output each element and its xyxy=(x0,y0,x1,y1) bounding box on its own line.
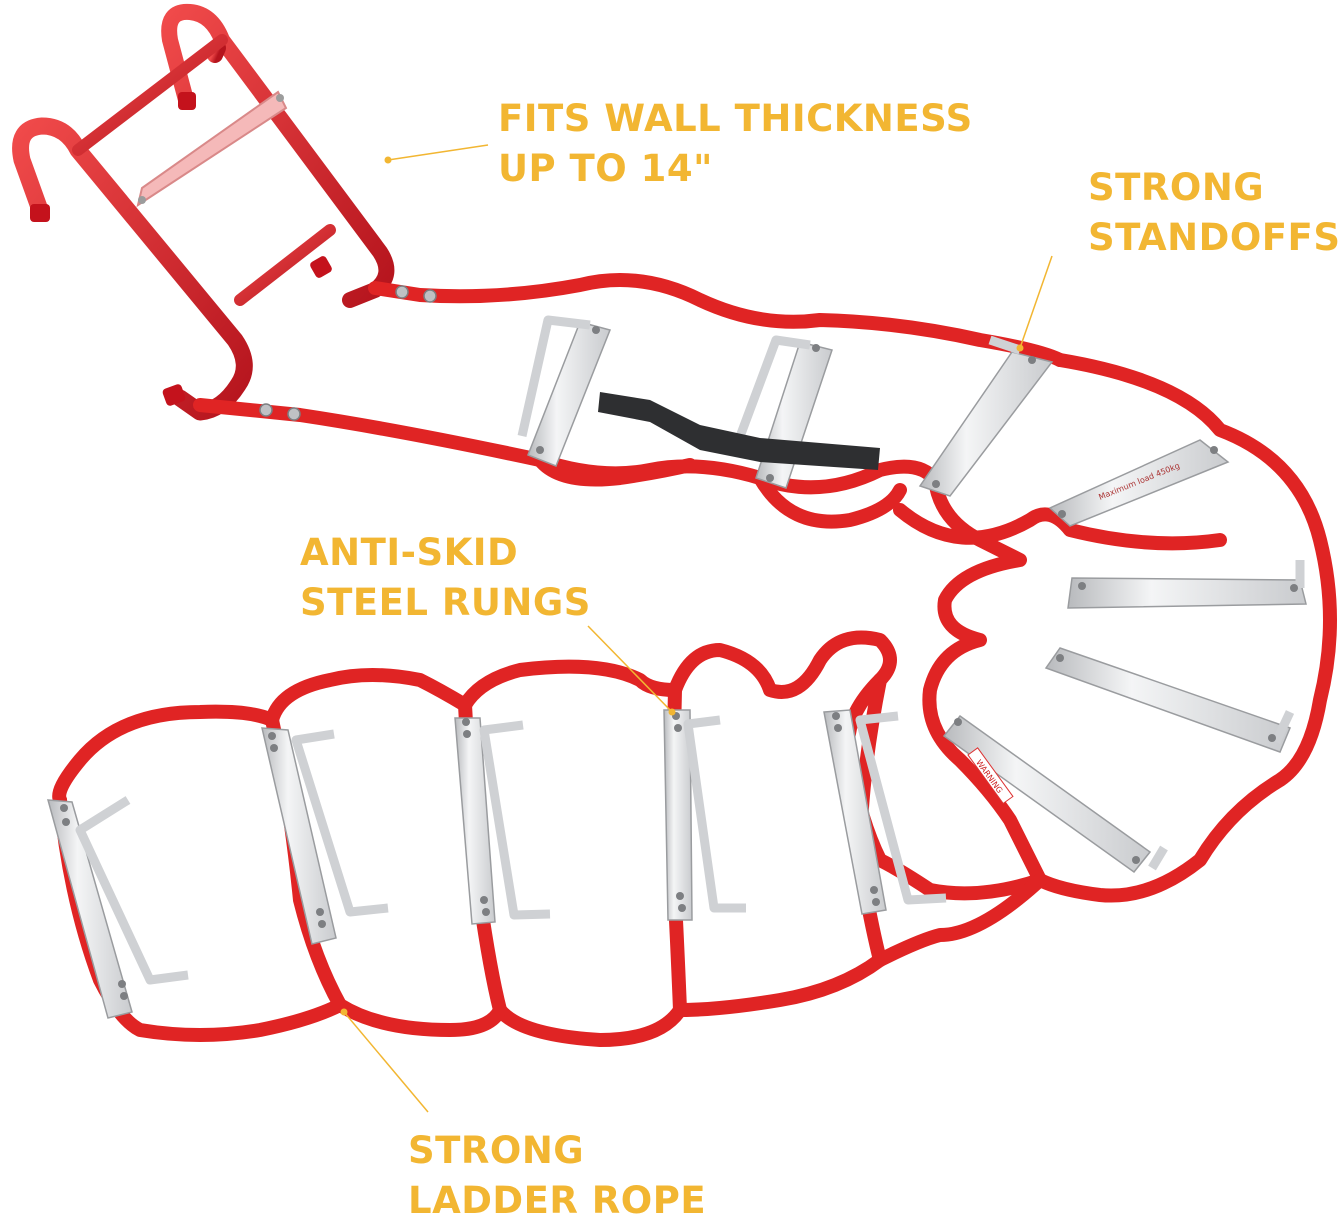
rung xyxy=(823,709,887,915)
callout-leaders xyxy=(343,144,1053,1113)
callout-wall-thickness-line2: UP TO 14" xyxy=(498,147,713,190)
brace-rivet xyxy=(138,196,146,204)
rung-rivets xyxy=(60,326,1298,1000)
rung xyxy=(46,799,133,1019)
grip-strap xyxy=(598,392,880,470)
callout-standoffs-line2: STANDOFFS xyxy=(1088,216,1339,259)
callout-rungs: ANTI-SKID STEEL RUNGS xyxy=(300,528,591,628)
steel-rungs: WARNING Maximum load 450kg xyxy=(46,315,1307,1019)
rung xyxy=(261,727,337,945)
callout-wall-thickness: FITS WALL THICKNESS UP TO 14" xyxy=(498,94,973,194)
rung xyxy=(918,351,1054,497)
hook-brace xyxy=(136,90,288,208)
callout-standoffs: STRONG STANDOFFS xyxy=(1088,163,1339,263)
brace-rivet xyxy=(276,94,284,102)
rung xyxy=(942,714,1152,874)
standoff-brackets xyxy=(75,315,1305,985)
rung xyxy=(1048,439,1230,527)
callout-dots xyxy=(340,156,1024,1016)
ladder-rope xyxy=(52,273,1337,1047)
rung xyxy=(1067,577,1307,609)
rung xyxy=(1044,647,1291,753)
strap-grommets xyxy=(259,285,437,421)
rung xyxy=(527,321,612,467)
callout-standoffs-line1: STRONG xyxy=(1088,166,1265,209)
window-hooks xyxy=(12,3,395,421)
callout-wall-thickness-line1: FITS WALL THICKNESS xyxy=(498,97,973,140)
rung xyxy=(663,709,693,921)
callout-rope-line1: STRONG xyxy=(408,1129,585,1172)
callout-rope-line2: LADDER ROPE xyxy=(408,1179,707,1222)
callout-rungs-line2: STEEL RUNGS xyxy=(300,581,591,624)
callout-rope: STRONG LADDER ROPE xyxy=(408,1126,706,1226)
rung xyxy=(454,717,496,925)
callout-rungs-line1: ANTI-SKID xyxy=(300,531,519,574)
